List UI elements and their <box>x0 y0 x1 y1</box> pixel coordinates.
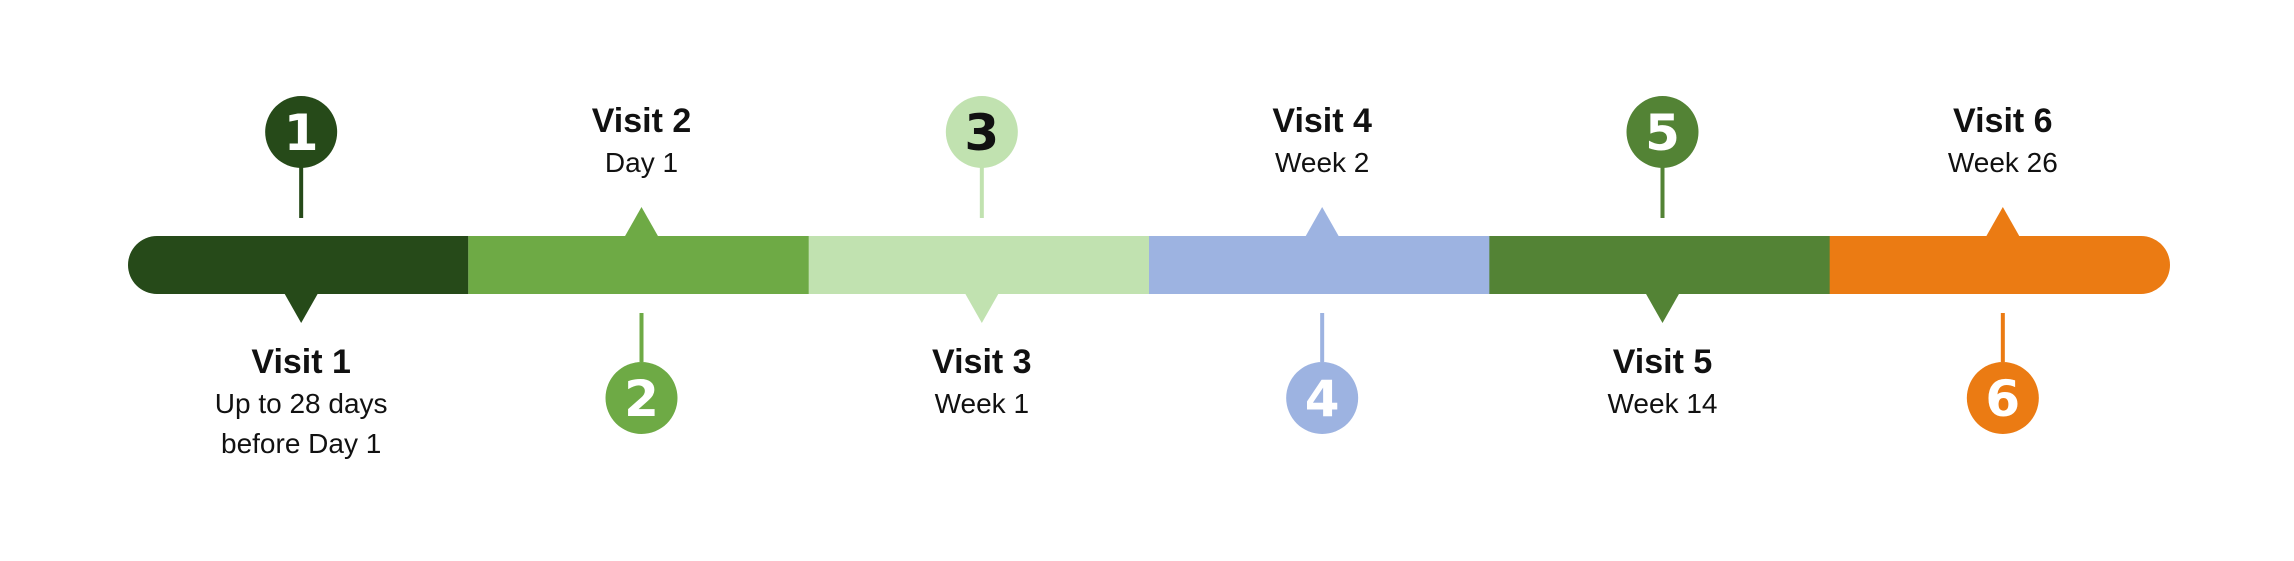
visit-timing-3-line-1: Week 1 <box>935 388 1029 419</box>
number-badge-visit-2 <box>605 362 678 434</box>
bar-segment-visit-2 <box>468 236 810 294</box>
visit-timing-5-line-1: Week 14 <box>1608 388 1718 419</box>
visit-title-3: Visit 3 <box>932 343 1032 381</box>
visit-title-6: Visit 6 <box>1953 102 2053 140</box>
visit-timing-1-line-1: Up to 28 days <box>215 388 388 419</box>
number-label-visit-4: 4 <box>1305 370 1340 428</box>
number-label-visit-6: 6 <box>1985 370 2020 428</box>
visit-title-1: Visit 1 <box>251 343 351 381</box>
number-badge-visit-6 <box>1966 362 2039 434</box>
pointer-visit-3 <box>964 293 999 323</box>
number-badge-visit-1 <box>265 96 338 168</box>
visit-title-2: Visit 2 <box>592 102 692 140</box>
pointer-visit-1 <box>284 293 319 323</box>
visit-title-4: Visit 4 <box>1272 102 1372 140</box>
number-label-visit-5: 5 <box>1645 104 1680 162</box>
bar-segment-visit-4 <box>1149 236 1490 294</box>
bar-segment-visit-6 <box>1829 236 2170 294</box>
number-label-visit-3: 3 <box>964 104 999 162</box>
bar-segment-visit-3 <box>808 236 1150 294</box>
visit-title-5: Visit 5 <box>1613 343 1713 381</box>
visit-timing-6-line-1: Week 26 <box>1948 147 2058 178</box>
bar-segment-visit-1 <box>128 236 469 294</box>
number-badge-visit-4 <box>1286 362 1359 434</box>
number-label-visit-1: 1 <box>284 104 319 162</box>
visit-timing-2-line-1: Day 1 <box>605 147 678 178</box>
visit-timing-1-line-2: before Day 1 <box>221 428 381 459</box>
bar-segment-visit-5 <box>1489 236 1831 294</box>
pointer-visit-4 <box>1305 207 1340 237</box>
number-label-visit-2: 2 <box>624 370 659 428</box>
pointer-visit-5 <box>1645 293 1680 323</box>
pointer-visit-6 <box>1985 207 2020 237</box>
pointer-visit-2 <box>624 207 659 237</box>
visit-timing-4-line-1: Week 2 <box>1275 147 1369 178</box>
number-badge-visit-5 <box>1626 96 1699 168</box>
number-badge-visit-3 <box>945 96 1018 168</box>
